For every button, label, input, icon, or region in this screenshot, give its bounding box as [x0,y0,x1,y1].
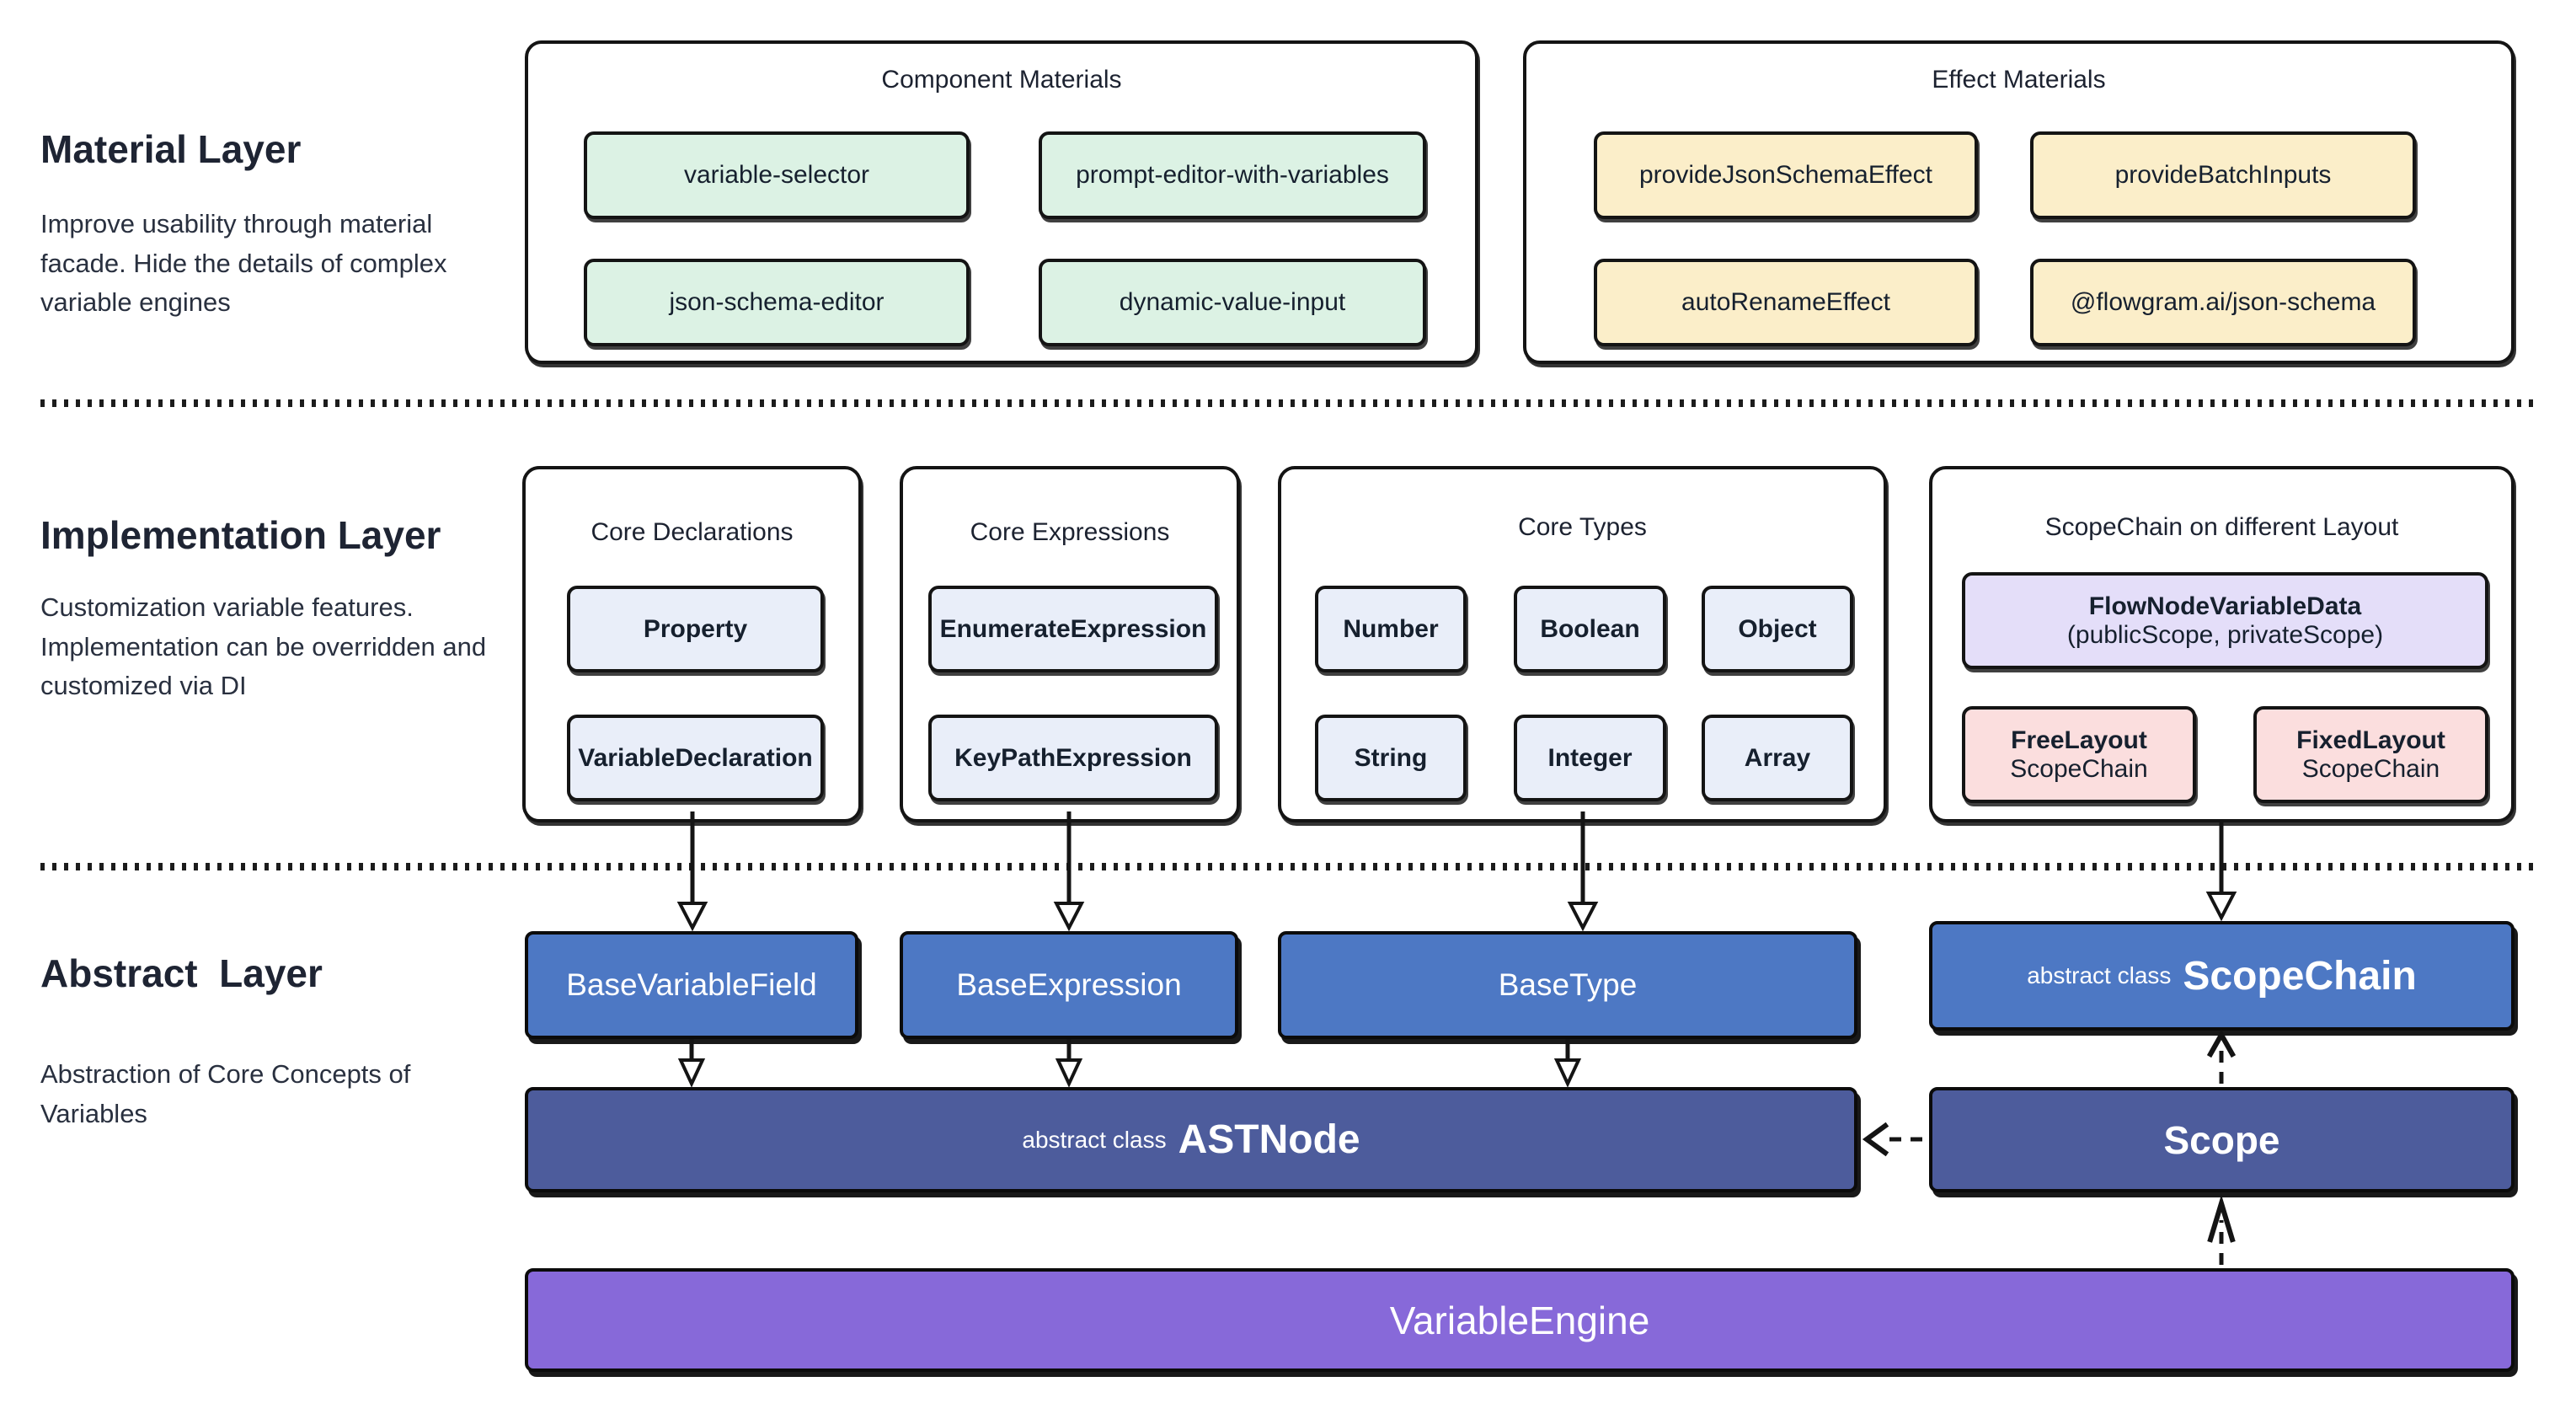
abstract-variable-engine: VariableEngine [525,1268,2515,1372]
core-expressions-group: Core Expressions EnumerateExpression Key… [900,466,1240,822]
core-types-group: Core Types Number Boolean Object String … [1278,466,1887,822]
core-declarations-group: Core Declarations Property VariableDecla… [522,466,862,822]
ast-node-prefix: abstract class [1022,1126,1167,1153]
impl-free-layout-scope-chain: FreeLayout ScopeChain [1962,706,2196,803]
type-number: Number [1315,586,1467,672]
impl-enumerate-expression: EnumerateExpression [928,586,1218,672]
abstract-base-variable-field: BaseVariableField [525,931,858,1039]
abstract-base-type: BaseType [1278,931,1857,1039]
material-implementation-separator [40,399,2536,407]
material-prompt-editor-with-variables: prompt-editor-with-variables [1039,131,1426,219]
component-materials-title: Component Materials [881,66,1122,94]
free-layout-sub: ScopeChain [2010,754,2148,783]
impl-fixed-layout-scope-chain: FixedLayout ScopeChain [2253,706,2488,803]
core-types-title: Core Types [1518,513,1647,541]
material-dynamic-value-input: dynamic-value-input [1039,259,1426,346]
component-materials-group: Component Materials variable-selector pr… [525,40,1478,364]
flow-node-variable-data-scopes: (publicScope, privateScope) [2066,620,2384,649]
type-object: Object [1702,586,1853,672]
ast-node-name: ASTNode [1178,1117,1360,1162]
free-layout-name: FreeLayout [2011,726,2147,754]
fixed-layout-name: FixedLayout [2296,726,2445,754]
abstract-base-expression: BaseExpression [900,931,1238,1039]
material-provide-json-schema-effect: provideJsonSchemaEffect [1594,131,1978,219]
material-flowgram-json-schema-package: @flowgram.ai/json-schema [2030,259,2416,346]
scope-chain-layout-group: ScopeChain on different Layout FlowNodeV… [1929,466,2515,822]
fixed-layout-sub: ScopeChain [2301,754,2440,783]
impl-property: Property [567,586,824,672]
type-integer: Integer [1514,715,1666,801]
material-json-schema-editor: json-schema-editor [584,259,970,346]
material-layer-description: Improve usability through material facad… [40,209,447,317]
impl-variable-declaration: VariableDeclaration [567,715,824,801]
type-array: Array [1702,715,1853,801]
abstract-ast-node: abstract class ASTNode [525,1087,1857,1192]
core-expressions-title: Core Expressions [970,518,1170,546]
flow-node-variable-data-name: FlowNodeVariableData [2088,592,2362,620]
impl-keypath-expression: KeyPathExpression [928,715,1218,801]
material-auto-rename-effect: autoRenameEffect [1594,259,1978,346]
effect-materials-group: Effect Materials provideJsonSchemaEffect… [1523,40,2515,364]
scope-chain-layout-title: ScopeChain on different Layout [2044,513,2399,541]
scope-chain-prefix: abstract class [2027,962,2172,988]
implementation-layer-title: Implementation Layer [40,513,441,557]
type-boolean: Boolean [1514,586,1666,672]
type-string: String [1315,715,1467,801]
material-layer-title: Material Layer [40,127,302,171]
impl-flow-node-variable-data: FlowNodeVariableData (publicScope, priva… [1962,572,2488,669]
abstract-scope: Scope [1929,1087,2515,1192]
abstract-scope-chain: abstract class ScopeChain [1929,921,2515,1031]
effect-materials-title: Effect Materials [1932,66,2106,94]
material-provide-batch-inputs: provideBatchInputs [2030,131,2416,219]
material-variable-selector: variable-selector [584,131,970,219]
scope-chain-name: ScopeChain [2183,953,2417,999]
core-declarations-title: Core Declarations [591,518,794,546]
implementation-abstract-separator [40,863,2536,870]
implementation-layer-description: Customization variable features. Impleme… [40,592,487,700]
abstract-layer-description: Abstraction of Core Concepts of Variable… [40,1059,411,1128]
abstract-layer-title: Abstract Layer [40,951,323,995]
